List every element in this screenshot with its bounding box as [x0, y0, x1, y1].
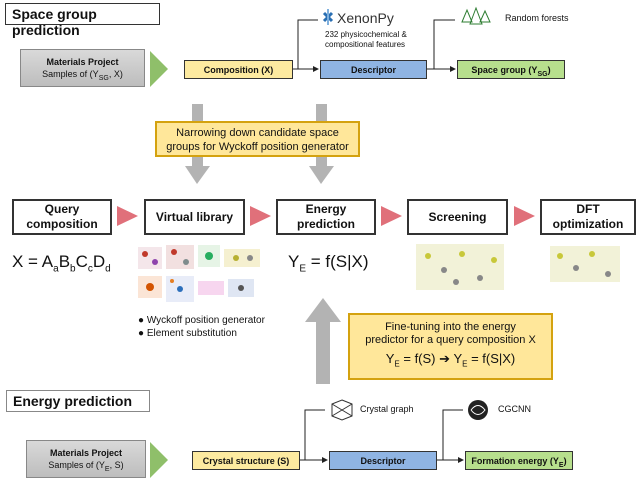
- stage-arrow-2: [250, 206, 271, 226]
- eq-left-sub: E: [394, 359, 400, 369]
- crystal-graph-icon: [331, 399, 353, 421]
- library-bullets: ● Wyckoff position generator ● Element s…: [138, 314, 265, 340]
- stage-label-1: DFT: [576, 202, 600, 216]
- stage-arrow-4: [514, 206, 535, 226]
- section-title-space-group: Space group prediction: [5, 3, 160, 38]
- output-label: Formation energy (Y: [471, 456, 559, 466]
- output-tail: ): [563, 456, 567, 466]
- eq-left: Y: [385, 351, 395, 366]
- bullet-text: Element substitution: [146, 328, 237, 339]
- random-forests-label: Random forests: [505, 13, 569, 23]
- stage-label-2: optimization: [552, 217, 624, 231]
- term-sub: a: [53, 263, 59, 275]
- bullet-item: ● Wyckoff position generator: [138, 315, 265, 326]
- term-el: C: [75, 252, 88, 271]
- term-el: D: [92, 252, 106, 271]
- bullet-item: ● Element substitution: [138, 328, 237, 339]
- line-to-xenonpy: [297, 19, 318, 69]
- dft-structure-image: [550, 246, 620, 282]
- narrowing-line-2: groups for Wyckoff position generator: [166, 141, 349, 153]
- term-sub: d: [105, 263, 111, 275]
- term-el: B: [58, 252, 71, 271]
- crystal-structure-box: Crystal structure (S): [192, 451, 300, 470]
- cgcnn-label: CGCNN: [498, 404, 531, 414]
- source-tail: , S): [109, 460, 124, 470]
- descriptor-box-top: Descriptor: [320, 60, 427, 79]
- formula-rhs: = f(S|X): [306, 252, 369, 271]
- line-to-random-forests: [433, 19, 455, 69]
- stage-label-1: Energy: [305, 202, 347, 216]
- xenonpy-label: XenonPy: [337, 10, 394, 26]
- gray-up-arrow-head: [305, 298, 341, 322]
- arrow-bottom-source: [150, 442, 168, 478]
- source-sub: SG: [98, 74, 109, 82]
- line-to-cgcnn: [442, 409, 463, 460]
- energy-formula: YE = f(S|X): [288, 252, 369, 274]
- output-tail: ): [547, 65, 551, 75]
- stage-label-1: Screening: [428, 209, 487, 224]
- eq-arrow-icon: ➔: [439, 351, 451, 366]
- source-title: Materials Project: [49, 448, 123, 458]
- finetune-line-2: predictor for a query composition X: [365, 334, 536, 346]
- stage-label-1: Query: [44, 202, 80, 216]
- stage-virtual-library: Virtual library: [144, 199, 245, 235]
- formula-lhs: X =: [12, 252, 42, 271]
- space-group-output-box: Space group (YSG): [457, 60, 565, 79]
- section-title-energy: Energy prediction: [6, 390, 150, 412]
- stage-label-1: Virtual library: [155, 209, 234, 224]
- eq-right: Y: [453, 351, 463, 366]
- stage-arrow-3: [381, 206, 402, 226]
- formula-sub: E: [299, 263, 307, 275]
- term-el: A: [41, 252, 54, 271]
- term-sub: c: [87, 263, 93, 275]
- formation-energy-output-box: Formation energy (YE): [465, 451, 573, 470]
- source-title: Materials Project: [46, 57, 119, 67]
- tree-icon: [461, 6, 491, 25]
- gray-up-arrow-shaft: [316, 320, 330, 384]
- eq-right-sub: E: [462, 359, 468, 369]
- stage-label-2: composition: [26, 217, 98, 231]
- xenonpy-note: 232 physicochemical & compositional feat…: [325, 30, 407, 50]
- gray-arrow-right-head: [309, 166, 334, 184]
- source-sub: E: [104, 465, 110, 473]
- crystal-graph-label: Crystal graph: [360, 404, 414, 414]
- xenonpy-note-line-2: compositional features: [325, 40, 406, 49]
- source-line: Samples of (Y: [42, 69, 99, 79]
- finetune-line-1: Fine-tuning into the energy: [385, 321, 516, 333]
- output-label: Space group (Y: [471, 65, 538, 75]
- materials-project-source-bottom: Materials Project Samples of (YE, S): [26, 440, 146, 478]
- cgcnn-brain-icon: [468, 400, 488, 420]
- descriptor-box-bottom: Descriptor: [329, 451, 437, 470]
- narrowing-line-1: Narrowing down candidate space: [176, 127, 339, 139]
- xenonpy-note-line-1: 232 physicochemical &: [325, 30, 407, 39]
- eq-right-rhs: = f(S|X): [467, 351, 516, 366]
- line-to-crystal-graph: [304, 409, 325, 460]
- materials-project-source-top: Materials Project Samples of (YSG, X): [20, 49, 145, 87]
- eq-left-rhs: = f(S): [399, 351, 436, 366]
- virtual-library-structures-image: [138, 245, 260, 302]
- formula-y: Y: [288, 252, 300, 271]
- bullet-text: Wyckoff position generator: [146, 315, 265, 326]
- stage-arrow-1: [117, 206, 138, 226]
- finetune-callout: Fine-tuning into the energy predictor fo…: [348, 313, 553, 380]
- screening-structure-image: [416, 244, 504, 290]
- term-sub: b: [70, 263, 76, 275]
- source-line: Samples of (Y: [48, 460, 105, 470]
- stage-label-2: prediction: [296, 217, 355, 231]
- arrow-top-source: [150, 51, 168, 87]
- stage-screening: Screening: [407, 199, 508, 235]
- source-tail: , X): [108, 69, 123, 79]
- composition-box: Composition (X): [184, 60, 293, 79]
- xenonpy-logo-icon: [322, 9, 334, 25]
- output-sub: SG: [537, 70, 548, 78]
- query-formula: X = AaBbCcDd: [12, 252, 111, 274]
- narrowing-callout: Narrowing down candidate space groups fo…: [155, 121, 360, 157]
- gray-arrow-left-head: [185, 166, 210, 184]
- finetune-equation: YE = f(S) ➔ YE = f(S|X): [350, 352, 551, 371]
- output-sub: E: [558, 461, 564, 469]
